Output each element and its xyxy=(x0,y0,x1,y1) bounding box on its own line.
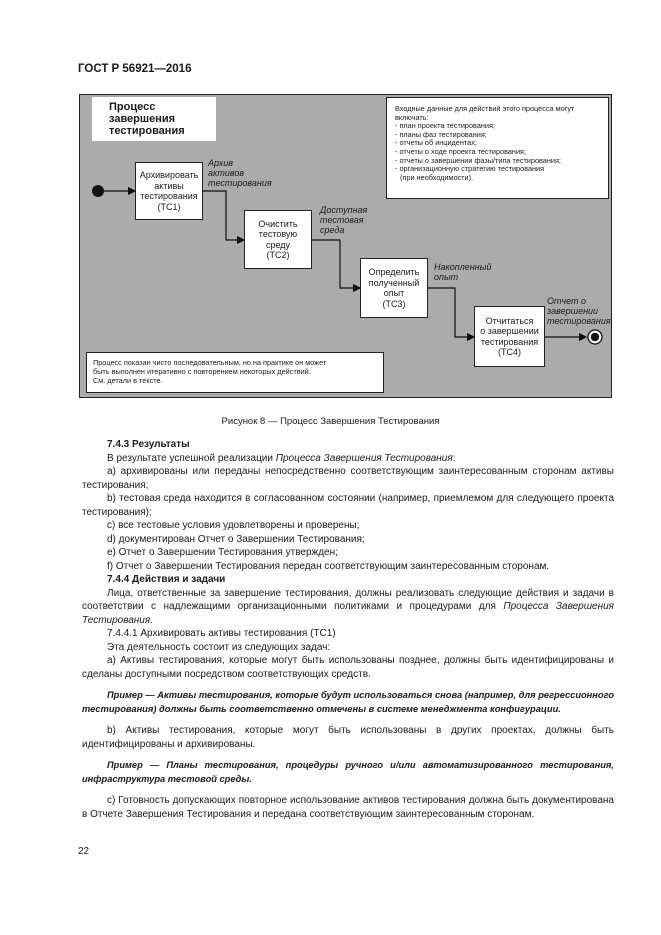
section-743-title: 7.4.3 Результаты xyxy=(107,439,190,450)
example-1: Пример — Активы тестирования, которые бу… xyxy=(82,690,614,714)
output-tc4: Отчет о завершении тестирования xyxy=(547,296,611,326)
section-7441-title: 7.4.4.1 Архивировать активы тестирования… xyxy=(107,628,336,639)
document-header: ГОСТ Р 56921—2016 xyxy=(78,63,192,75)
body-text: 7.4.3 Результаты В результате успешной р… xyxy=(82,438,614,821)
result-a: a) архивированы или переданы непосредств… xyxy=(82,466,614,491)
section-744-title: 7.4.4 Действия и задачи xyxy=(107,574,226,585)
result-c: c) все тестовые условия удовлетворены и … xyxy=(107,520,360,531)
output-tc3: Накопленный опыт xyxy=(434,262,492,282)
section-743-intro: В результате успешной реализации Процесс… xyxy=(107,452,456,464)
process-tc3: Определить полученный опыт (TC3) xyxy=(360,258,428,318)
result-e: e) Отчет о Завершении Тестирования утвер… xyxy=(107,547,338,558)
arrow-tc1-tc2 xyxy=(202,190,246,245)
start-node xyxy=(92,185,104,197)
section-744-paragraph: Лица, ответственные за завершение тестир… xyxy=(82,587,614,626)
process-tc1: Архивировать активы тестирования (TC1) xyxy=(135,162,203,220)
figure-caption: Рисунок 8 — Процесс Завершения Тестирова… xyxy=(221,416,440,427)
result-d: d) документирован Отчет о Завершении Тес… xyxy=(107,533,365,545)
task-c: c) Готовность допускающих повторное испо… xyxy=(82,795,614,820)
output-tc2: Доступная тестовая среда xyxy=(320,205,368,235)
task-b: b) Активы тестирования, которые могут бы… xyxy=(82,725,614,750)
process-tc4: Отчитаться о завершении тестирования (TC… xyxy=(474,306,545,367)
arrow-tc3-tc4 xyxy=(428,287,476,342)
diagram-title: Процесс завершения тестирования xyxy=(92,97,216,141)
diagram-note: Процесс показан чисто последовательным, … xyxy=(86,352,384,393)
result-f: f) Отчет о Завершении Тестирования перед… xyxy=(107,560,550,572)
example-2: Пример — Планы тестирования, процедуры р… xyxy=(82,760,614,784)
process-tc2: Очистить тестовую среду (TC2) xyxy=(244,210,312,269)
arrow-tc2-tc3 xyxy=(312,239,362,293)
page-number: 22 xyxy=(78,846,90,857)
inputs-box: Входные данные для действий этого процес… xyxy=(386,97,609,199)
output-tc1: Архив активов тестирования xyxy=(208,158,272,188)
result-b: b) тестовая среда находится в согласован… xyxy=(82,493,614,518)
task-a: a) Активы тестирования, которые могут бы… xyxy=(82,655,614,680)
section-7441-intro: Эта деятельность состоит из следующих за… xyxy=(107,641,331,653)
